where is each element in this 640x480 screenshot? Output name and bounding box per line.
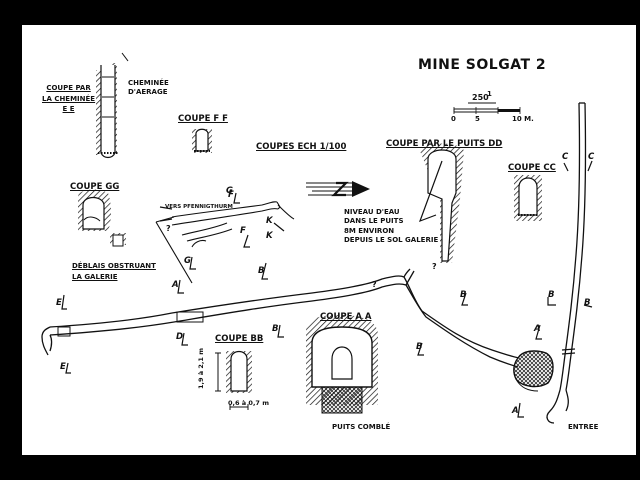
- mark-b4: B: [416, 342, 423, 352]
- survey-sheet: MINE SOLGAT 2 1 250 0 5 10 M. COUPES ECH…: [22, 25, 636, 455]
- mark-d1: D: [176, 332, 184, 342]
- mine-plan-drawing: [41, 52, 593, 424]
- section-cc-label: COUPE CC: [508, 163, 556, 173]
- section-dd: [420, 143, 464, 263]
- water-level-note: NIVEAU D'EAU DANS LE PUITS 8M ENVIRON DE…: [344, 208, 439, 245]
- scale-tick-0: 0: [451, 115, 456, 123]
- chimney-note: CHEMINÉE D'AERAGE: [128, 79, 169, 97]
- question-mark-1: ?: [166, 224, 171, 233]
- north-arrow: [306, 181, 370, 197]
- mark-b2: B: [272, 324, 279, 334]
- scale-numerator: 1: [487, 90, 492, 98]
- mark-g2: G: [226, 186, 233, 196]
- filled-shaft-note: PUITS COMBLÉ: [332, 423, 391, 431]
- section-dd-label: COUPE PAR LE PUITS DD: [386, 139, 503, 149]
- mark-e1: E: [56, 298, 62, 308]
- entrance-label: ENTREE: [568, 423, 599, 431]
- section-chimney-label: COUPE PAR LA CHEMINÉE E E: [42, 84, 96, 113]
- sections-scale-label: COUPES ECH 1/100: [256, 142, 347, 152]
- mark-a3: A: [512, 406, 519, 416]
- question-mark-3: ?: [372, 280, 377, 289]
- towards-note: VERS PFENNIGTHURM: [165, 204, 233, 210]
- section-gg-label: COUPE GG: [70, 182, 120, 192]
- section-ff: [192, 128, 212, 153]
- mark-f1: F: [240, 226, 246, 236]
- mark-k2: K: [266, 231, 273, 241]
- mark-c2: C: [588, 152, 595, 162]
- mark-f2: F: [228, 190, 234, 200]
- plan-title: MINE SOLGAT 2: [418, 57, 547, 73]
- question-mark-2: ?: [432, 262, 437, 271]
- mark-b6: B: [584, 298, 591, 308]
- mark-k1: K: [266, 216, 273, 226]
- mark-a1: A: [172, 280, 179, 290]
- scale-tick-10: 10 M.: [512, 115, 534, 123]
- upper-side-gallery: [155, 201, 295, 284]
- rubble-note: DÉBLAIS OBSTRUANT LA GALERIE: [72, 262, 156, 282]
- section-bb-label: COUPE BB: [215, 334, 264, 344]
- section-cut-marks: [61, 160, 593, 418]
- scale-tick-5: 5: [475, 115, 480, 123]
- section-cc: [514, 175, 542, 221]
- scale-bar: [453, 102, 521, 114]
- mark-b5: B: [548, 290, 555, 300]
- section-ff-label: COUPE F F: [178, 114, 228, 124]
- section-aa-label: COUPE A A: [320, 312, 372, 322]
- mark-b3: B: [460, 290, 467, 300]
- bb-width-note: 0,6 à 0,7 m: [228, 399, 269, 407]
- chimney-section: [96, 52, 129, 159]
- mark-e2: E: [60, 362, 66, 372]
- section-gg: [78, 189, 126, 247]
- mark-b1: B: [258, 266, 265, 276]
- section-bb: [215, 350, 252, 410]
- entrance-branch: [546, 102, 587, 424]
- main-gallery: [41, 268, 520, 368]
- filled-shaft-chamber: [513, 350, 554, 392]
- section-aa: [306, 315, 378, 414]
- scale-denominator: 250: [472, 93, 489, 102]
- bb-height-note: 1,9 à 2,1 m: [197, 348, 205, 389]
- mark-g1: G: [184, 256, 191, 266]
- mark-a2: A: [534, 324, 541, 334]
- mark-c1: C: [562, 152, 569, 162]
